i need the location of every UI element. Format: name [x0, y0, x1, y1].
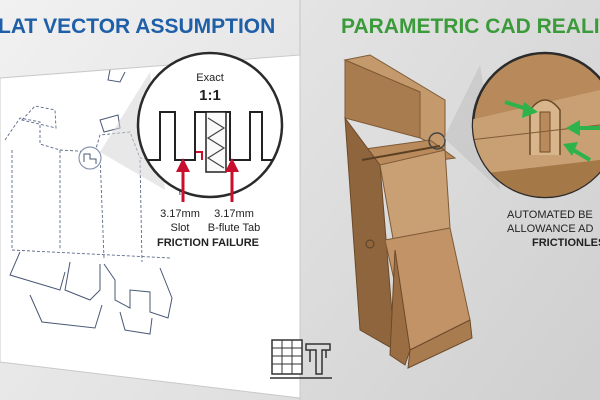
- tab-cross-section: [205, 111, 227, 173]
- caption-line-2: ALLOWANCE AD: [507, 223, 593, 235]
- ratio-label: 1:1: [199, 87, 221, 104]
- exact-label: Exact: [196, 72, 224, 84]
- slot-dimension: 3.17mm: [160, 208, 200, 220]
- tab-label: B-flute Tab: [208, 222, 260, 234]
- slot-contact-mark: [196, 151, 203, 160]
- friction-failure-label: FRICTION FAILURE: [157, 237, 259, 249]
- right-heading: PARAMETRIC CAD REALIT: [341, 15, 600, 38]
- slot-arrow: [176, 158, 190, 202]
- cardboard-display-stand: [343, 54, 473, 369]
- left-heading: LAT VECTOR ASSUMPTION: [0, 15, 275, 38]
- caption-line-1: AUTOMATED BE: [507, 209, 593, 221]
- caption-line-3: FRICTIONLESS: [532, 237, 600, 249]
- fit-arrow-bottom: [563, 142, 592, 162]
- sheet-detail-glyph: [83, 153, 97, 164]
- slot-label: Slot: [171, 222, 190, 234]
- left-magnifier: Exact 1:1: [136, 51, 284, 199]
- stand-detail-marker: [428, 132, 446, 150]
- fit-arrow-left: [504, 100, 538, 118]
- caliper-icon: [305, 343, 331, 375]
- spreadsheet-icon: [271, 339, 303, 375]
- dieline-folds: [4, 105, 176, 263]
- tab-dimension: 3.17mm: [214, 208, 254, 220]
- right-magnifier: [471, 51, 600, 199]
- fit-arrow-right: [566, 120, 600, 136]
- tab-arrow: [225, 158, 239, 202]
